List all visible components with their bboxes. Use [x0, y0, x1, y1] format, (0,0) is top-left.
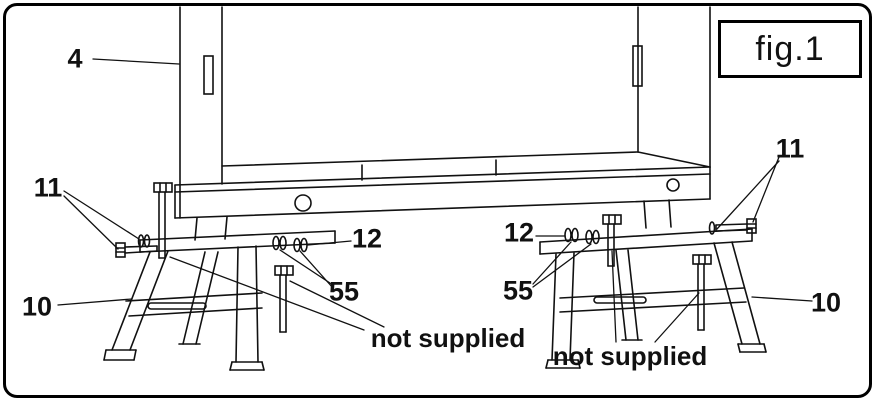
figure-label-box: fig.1 [718, 20, 862, 78]
callout-part-12-left: 12 [351, 223, 383, 254]
callout-part-11-left: 11 [33, 172, 63, 203]
callout-not-supplied-right: not supplied [552, 341, 708, 371]
callout-not-supplied-left: not supplied [370, 323, 526, 353]
callout-part-11-right: 11 [775, 133, 805, 164]
callout-part-55-left: 55 [328, 276, 360, 307]
base-rail-drawing [174, 166, 711, 241]
callout-part-12-right: 12 [503, 217, 535, 248]
left-leg-stand-drawing [103, 230, 336, 371]
callout-part-10-left: 10 [21, 291, 53, 322]
callout-part-4: 4 [67, 43, 83, 74]
cabinet-body-drawing [179, 6, 711, 219]
figure-label: fig.1 [755, 29, 825, 68]
callout-part-10-right: 10 [810, 287, 842, 318]
leader-lines [57, 58, 813, 343]
fasteners-drawing [115, 182, 757, 333]
callout-part-55-right: 55 [502, 275, 534, 306]
right-leg-stand-drawing [539, 228, 767, 369]
